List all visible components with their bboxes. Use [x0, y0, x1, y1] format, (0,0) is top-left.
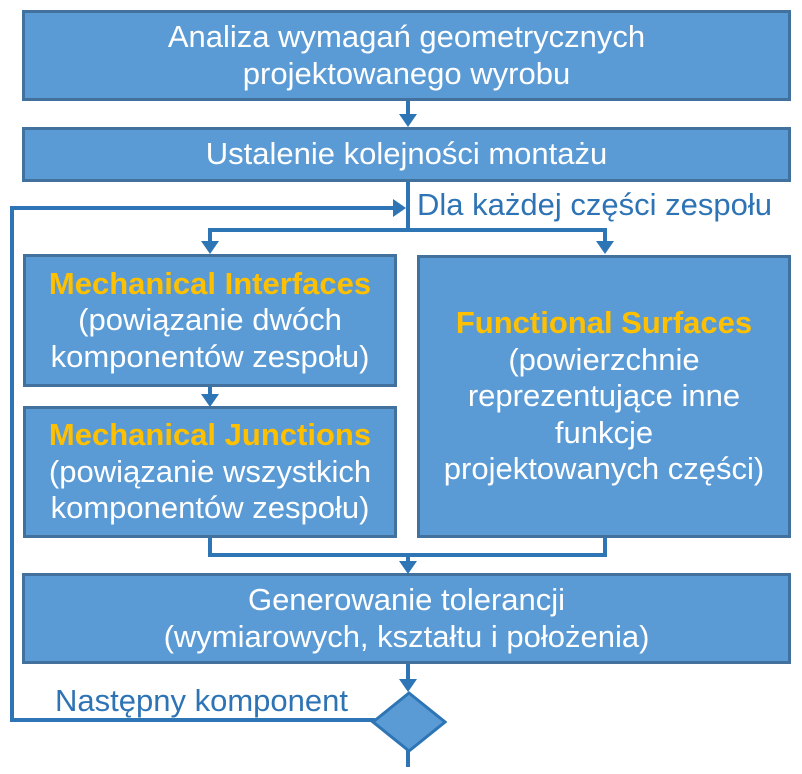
merge-left-stub-line: [208, 538, 212, 557]
mechanical-junctions-subtitle: (powiązanie wszystkich komponentów zespo…: [48, 453, 372, 526]
connector-step2-branch-line: [406, 182, 410, 232]
next-component-label: Następny komponent: [55, 683, 348, 718]
node-analiza-wymagan: Analiza wymagań geometrycznych projektow…: [22, 10, 791, 101]
connector-merge-tolerances-line: [406, 555, 410, 563]
arrowhead-merge-tolerances-icon: [399, 561, 417, 574]
arrowhead-step1-step2-icon: [399, 114, 417, 127]
arrowhead-branch-right-icon: [596, 241, 614, 254]
connector-tolerances-decision-line: [406, 664, 410, 681]
node-ustalenie-kolejnosci: Ustalenie kolejności montażu: [22, 127, 791, 182]
loopback-arrowhead-icon: [393, 199, 406, 217]
arrowhead-tolerances-decision-icon: [399, 679, 417, 692]
branch-left-stub-line: [208, 228, 212, 242]
decision-exit-stub-line: [406, 750, 410, 767]
functional-surfaces-subtitle: (powierzchnie reprezentujące inne funkcj…: [443, 341, 765, 487]
mechanical-interfaces-title: Mechanical Interfaces: [48, 265, 372, 301]
mechanical-interfaces-subtitle: (powiązanie dwóch komponentów zespołu): [50, 302, 370, 374]
decision-diamond-icon: [371, 691, 447, 753]
node-generowanie-tolerancji: Generowanie tolerancji (wymiarowych, ksz…: [22, 573, 791, 664]
loopback-vertical-line: [10, 206, 14, 722]
loop-label: Dla każdej części zespołu: [417, 187, 772, 222]
node-mechanical-interfaces: Mechanical Interfaces (powiązanie dwóch …: [23, 254, 397, 387]
loopback-bottom-line: [10, 718, 375, 722]
node-functional-surfaces: Functional Surfaces (powierzchnie reprez…: [417, 255, 791, 538]
arrowhead-branch-left-icon: [201, 241, 219, 254]
loopback-top-line: [10, 206, 395, 210]
mechanical-junctions-title: Mechanical Junctions: [48, 417, 372, 453]
functional-surfaces-title: Functional Surfaces: [455, 305, 753, 341]
connector-step1-step2-line: [406, 101, 410, 116]
merge-right-stub-line: [603, 538, 607, 557]
connector-interfaces-junctions-line: [208, 387, 212, 395]
arrowhead-interfaces-junctions-icon: [201, 394, 219, 407]
branch-right-stub-line: [603, 228, 607, 242]
node-mechanical-junctions: Mechanical Junctions (powiązanie wszystk…: [23, 406, 397, 538]
branch-horizontal-line: [208, 228, 607, 232]
